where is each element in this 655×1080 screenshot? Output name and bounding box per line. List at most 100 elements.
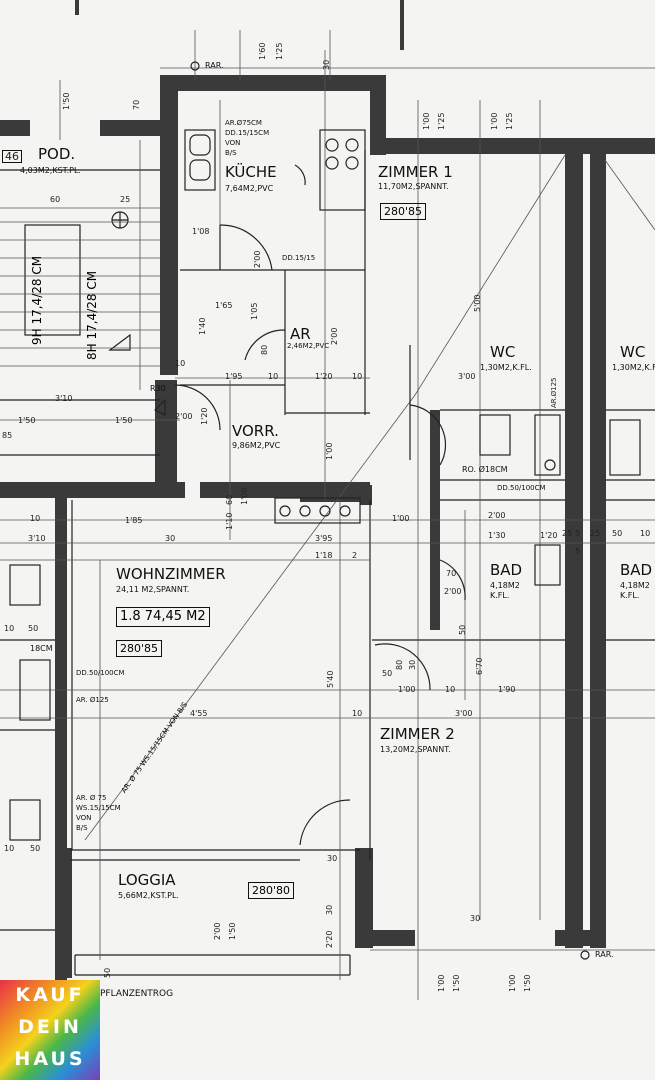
dim: 1'50 <box>62 92 71 110</box>
dim: 10 <box>352 372 363 381</box>
room-name-bad2: BAD <box>620 561 653 579</box>
room-name-loggia: LOGGIA <box>118 871 176 889</box>
note-dd-bad: DD.50/100CM <box>497 484 546 492</box>
logo-text-line2: DEIN <box>18 1016 82 1038</box>
door-swings <box>174 164 466 846</box>
top-marks <box>75 0 404 50</box>
room-name-pod: POD. <box>38 145 76 163</box>
dim: 10 <box>30 514 41 523</box>
room-area-bad2: 4,18M2 <box>620 581 650 590</box>
dim: 1'85 <box>125 516 143 525</box>
dim: 1'20 <box>315 372 333 381</box>
dim: 2'00 <box>488 511 506 520</box>
dim: 25 <box>562 529 573 538</box>
dim: 1'65 <box>215 301 233 310</box>
dim: 1'20 <box>540 531 558 540</box>
dim: 50 <box>30 844 41 853</box>
dim: 80 <box>260 344 269 355</box>
room-name-kueche: KÜCHE <box>225 163 277 181</box>
room-area-wc: 1,30M2,K.FL. <box>480 363 532 372</box>
dim: 1'00 <box>240 487 249 505</box>
dim: 1'50 <box>228 922 237 940</box>
dim: 1'00 <box>422 112 431 130</box>
dim: 2'00 <box>330 327 339 345</box>
dim: 30 <box>325 904 334 915</box>
room-area-loggia: 5,66M2,KST.PL. <box>118 891 179 900</box>
note-dd-ar: DD.15/15 <box>282 254 316 262</box>
dim: 10 <box>352 709 363 718</box>
dim: 3'10 <box>28 534 46 543</box>
dim: 1'95 <box>225 372 243 381</box>
dim: 25 <box>590 529 601 538</box>
dim: 1'00 <box>490 112 499 130</box>
room-name-zimmer1: ZIMMER 1 <box>378 163 453 181</box>
dim: 10 <box>640 529 651 538</box>
dim: 10 <box>4 624 15 633</box>
dim: 10 <box>4 844 15 853</box>
dim: 30 <box>165 534 176 543</box>
dim: 1'50 <box>523 974 532 992</box>
walls <box>0 75 655 982</box>
dim: 85 <box>2 431 13 440</box>
dim: 6'70 <box>475 657 484 675</box>
dim: 10 <box>445 685 456 694</box>
dim: 1'08 <box>192 227 210 236</box>
note-kueche-ar: AR.Ø75CM <box>225 119 262 127</box>
room-height-loggia: 280'80 <box>248 882 295 900</box>
dim: 1'25 <box>437 112 446 130</box>
dim: 5'00 <box>473 294 482 312</box>
logo-text-line3: HAUS <box>14 1048 86 1070</box>
dim: 50 <box>458 624 467 635</box>
stair-label-right: 8H 17,4/28 CM <box>85 270 99 360</box>
room-floor-bad2: K.FL. <box>620 591 640 600</box>
room-area-zimmer1: 11,70M2,SPANNT. <box>378 182 449 191</box>
dim: 1'40 <box>198 317 207 335</box>
fixtures <box>9 129 641 841</box>
kaufdeinhaus-logo: KAUF DEIN HAUS <box>0 980 100 1080</box>
dim: 50 <box>612 529 623 538</box>
rar-symbols <box>190 61 590 960</box>
dim: 1'25 <box>275 42 284 60</box>
dim: 1'90 <box>498 685 516 694</box>
note-ws: WS.15/15CM <box>76 804 121 812</box>
dim: 30 <box>327 854 338 863</box>
room-area-vorr: 9,86M2,PVC <box>232 441 281 450</box>
room-name-wc2: WC <box>620 343 646 361</box>
dim: 3'10 <box>55 394 73 403</box>
dim: 2'20 <box>325 930 334 948</box>
dim: 50 <box>382 669 393 678</box>
room-area-pod: 4,03M2,KST.PL. <box>20 166 81 175</box>
stair-steps <box>0 221 160 367</box>
apartment-number-area: 1.8 74,45 M2 <box>116 607 210 627</box>
dim: 1'50 <box>452 974 461 992</box>
dim: 3'00 <box>458 372 476 381</box>
room-name-ar: AR <box>290 325 311 343</box>
dim: 50 <box>28 624 39 633</box>
room-height-zimmer1: 280'85 <box>380 203 427 221</box>
dim: 3'95 <box>315 534 333 543</box>
note-ar-wohn: AR. Ø125 <box>76 696 109 704</box>
dim: 5 <box>575 529 581 538</box>
dim: 1'50 <box>18 416 36 425</box>
dim: 1'25 <box>505 112 514 130</box>
note-kueche-bis: B/S <box>225 149 237 157</box>
diagonal-lines <box>84 154 655 841</box>
dim: 1'18 <box>315 551 333 560</box>
dim: 1'00 <box>325 442 334 460</box>
room-area-kueche: 7,64M2,PVC <box>225 184 274 193</box>
dim: 2'00 <box>175 412 193 421</box>
room-area-zimmer2: 13,20M2,SPANNT. <box>380 745 451 754</box>
dim: 2'00 <box>253 250 262 268</box>
dim: 2'00 <box>444 587 462 596</box>
dim: 25 <box>120 195 131 204</box>
dim: 2 <box>352 551 358 560</box>
dim: 30 <box>322 59 331 70</box>
dim: 1'10 <box>225 512 234 530</box>
dim: 1'00 <box>508 974 517 992</box>
room-name-wohnzimmer: WOHNZIMMER <box>116 565 226 583</box>
room-area-wohnzimmer: 24,11 M2,SPANNT. <box>116 585 190 594</box>
dim: 10 <box>268 372 279 381</box>
dim: 1'00 <box>392 514 410 523</box>
dim: 30 <box>408 659 417 670</box>
